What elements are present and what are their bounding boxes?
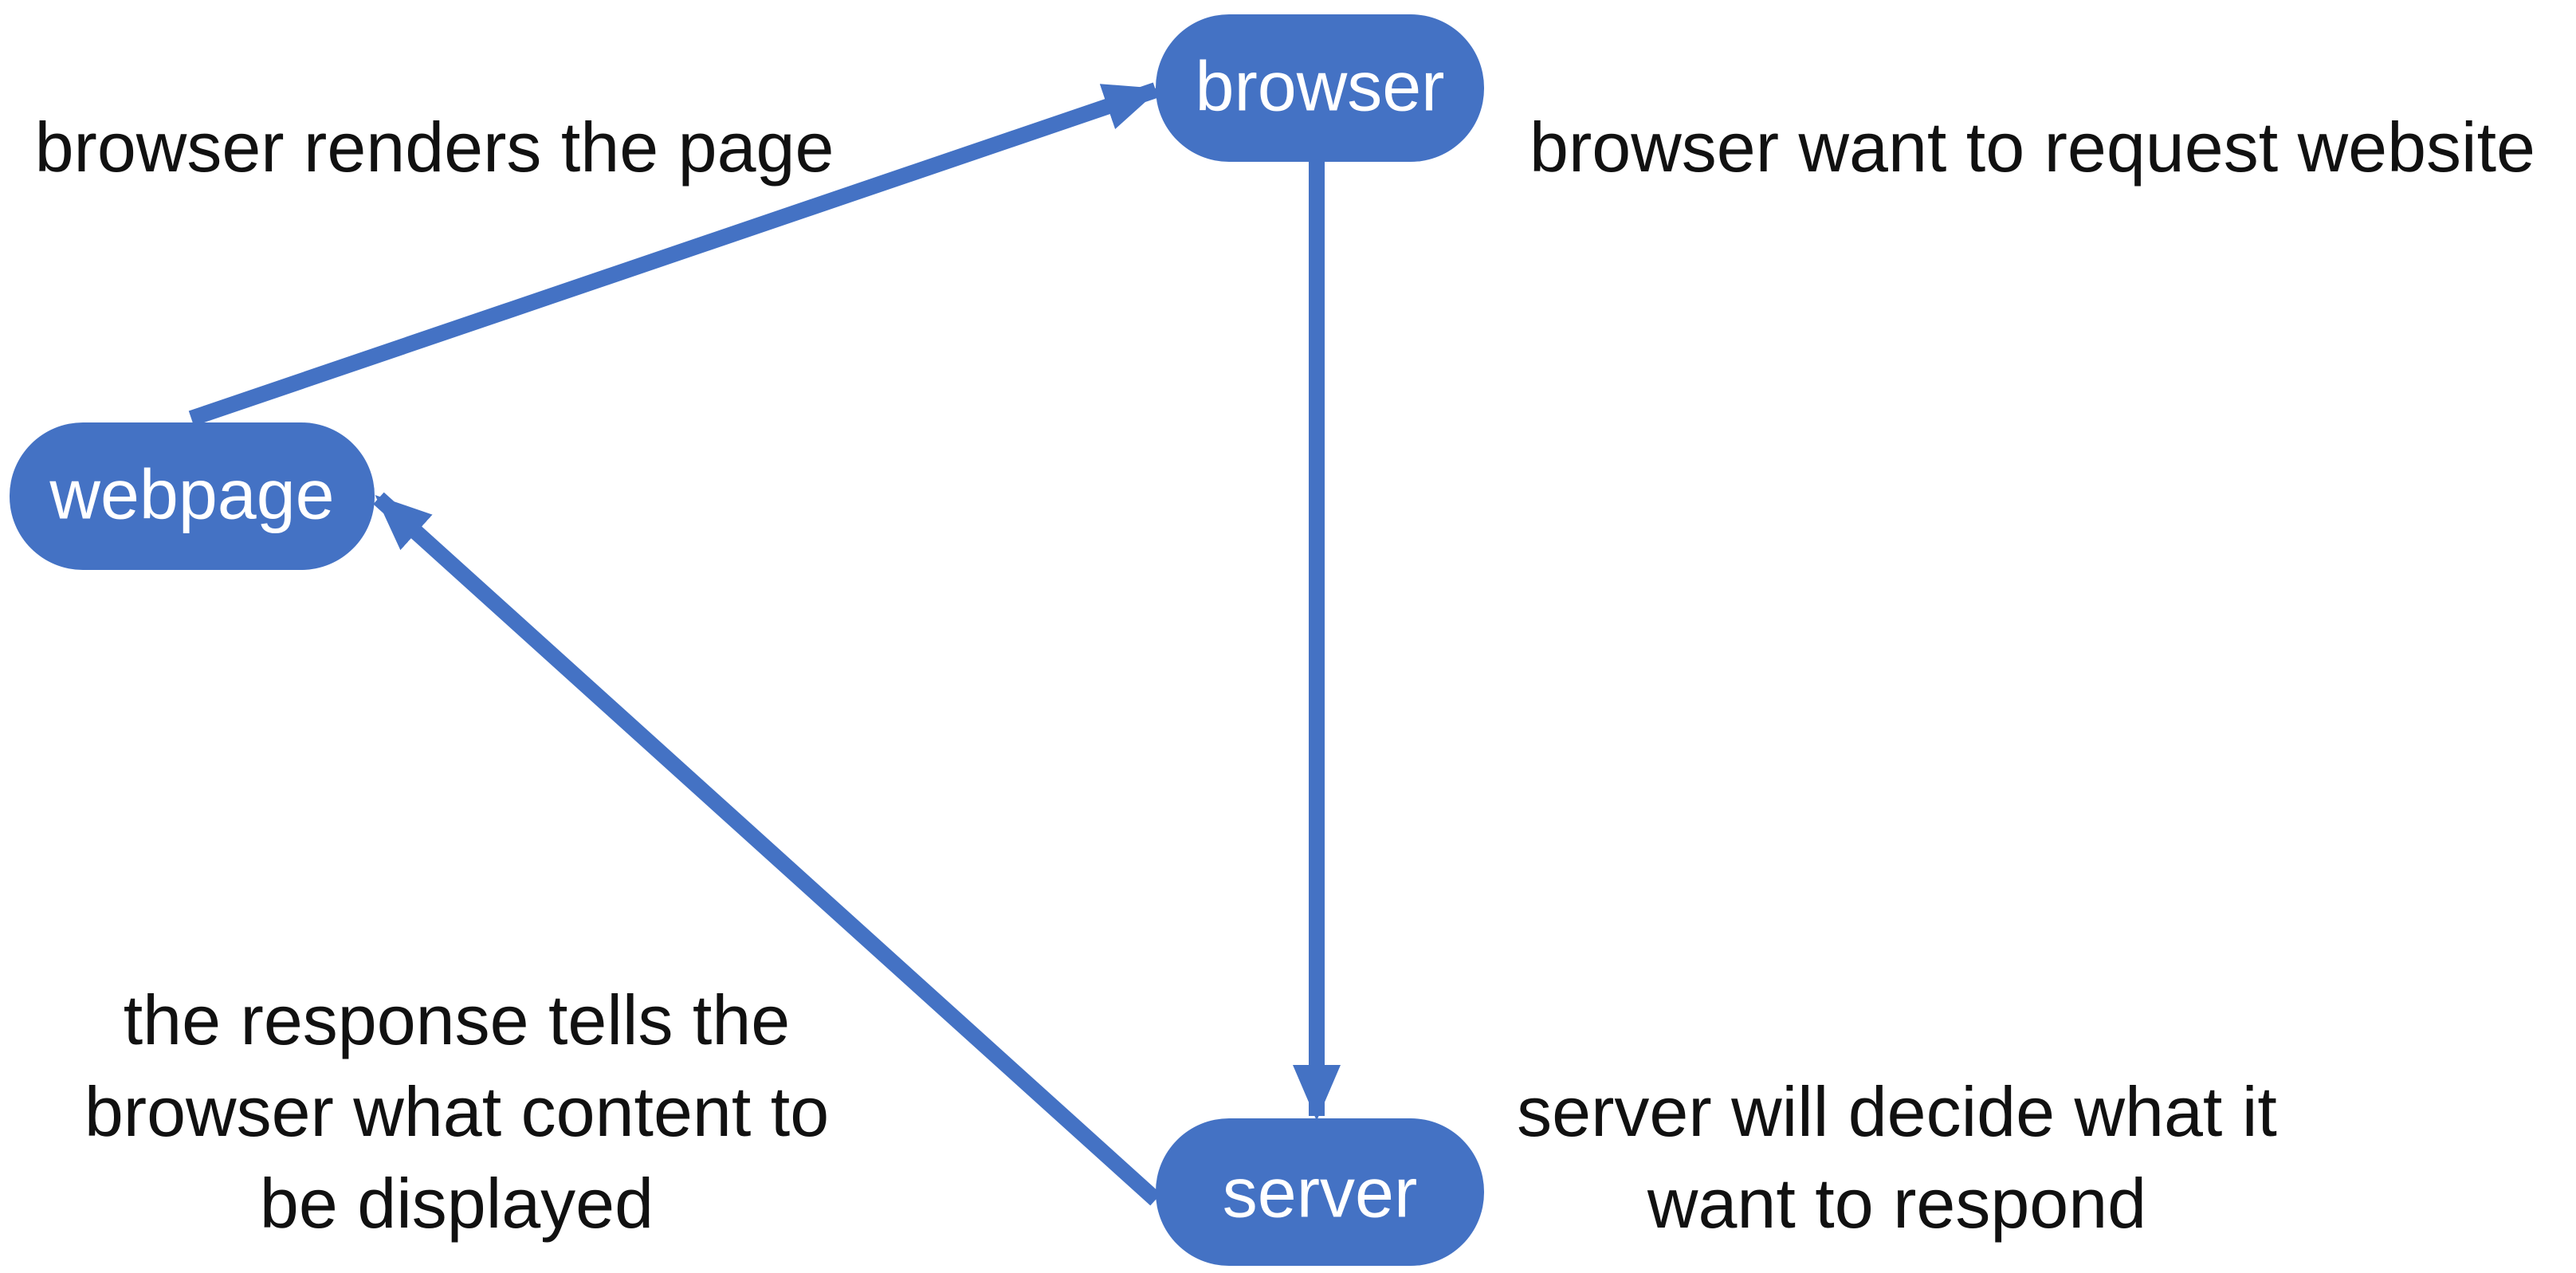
node-webpage: webpage <box>10 422 375 570</box>
node-browser-label: browser <box>1196 47 1445 126</box>
edge-webpage-to-browser <box>188 82 1160 426</box>
node-browser: browser <box>1156 14 1484 162</box>
node-webpage-label: webpage <box>49 455 334 534</box>
annotation-decide-line1: server will decide what it <box>1517 1072 2277 1151</box>
node-server: server <box>1156 1118 1484 1266</box>
annotation-response-line1: the response tells the <box>124 980 791 1059</box>
node-server-label: server <box>1223 1153 1418 1232</box>
annotation-renders: browser renders the page <box>35 108 834 187</box>
edge-server-to-webpage <box>373 492 1161 1206</box>
annotation-response-line3: be displayed <box>260 1164 654 1243</box>
annotation-decide-line2: want to respond <box>1647 1164 2146 1243</box>
annotation-request: browser want to request website <box>1530 108 2535 187</box>
annotation-response-line2: browser what content to <box>84 1072 829 1151</box>
